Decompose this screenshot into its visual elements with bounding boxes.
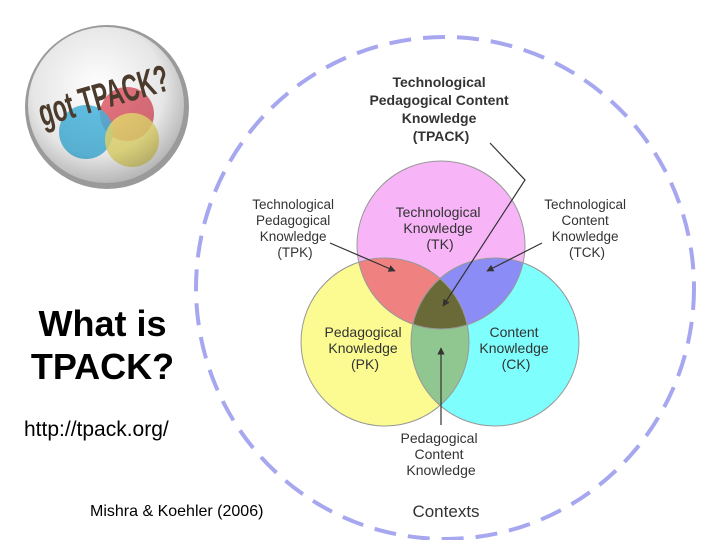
- tpack-label-line: (TPACK): [413, 128, 470, 144]
- tpk-label-line: Pedagogical: [256, 213, 330, 228]
- tpk-label-line: Technological: [252, 197, 334, 212]
- pk-label-line: Pedagogical: [325, 324, 402, 340]
- slide-title-line-2: TPACK?: [30, 346, 175, 387]
- tpack-center: [411, 258, 469, 329]
- tck-label: Technological Content Knowledge (TCK): [544, 197, 630, 260]
- tk-label: Technological Knowledge (TK): [396, 204, 485, 252]
- tpack-label-line: Pedagogical Content: [369, 92, 509, 108]
- tpack-url-link[interactable]: http://tpack.org/: [24, 418, 169, 441]
- tck-arrow: [486, 242, 543, 272]
- pck-label-line: Pedagogical: [401, 430, 478, 446]
- tpack-label-line: Technological: [393, 74, 486, 90]
- contexts-label: Contexts: [412, 502, 479, 521]
- tpk-label-line: Knowledge: [260, 229, 327, 244]
- tck-label-line: Content: [561, 213, 609, 228]
- tpk-label: Technological Pedagogical Knowledge (TPK…: [252, 197, 338, 260]
- pck-label-line: Knowledge: [406, 462, 475, 478]
- tck-label-line: Technological: [544, 197, 626, 212]
- pk-label: Pedagogical Knowledge (PK): [325, 324, 406, 372]
- got-tpack-badge: got TPACK?: [25, 25, 189, 189]
- pck-label: Pedagogical Content Knowledge: [401, 430, 482, 478]
- tpk-arrow: [329, 242, 396, 272]
- slide-title: What is TPACK?: [0, 302, 205, 388]
- tk-label-line: Technological: [396, 204, 481, 220]
- ck-label-line: (CK): [502, 356, 531, 372]
- ck-label-line: Knowledge: [479, 340, 548, 356]
- tpack-label: Technological Pedagogical Content Knowle…: [369, 74, 512, 144]
- ck-label: Content Knowledge (CK): [479, 324, 552, 372]
- contexts-ring: [194, 35, 696, 540]
- ck-label-line: Content: [490, 324, 539, 340]
- tck-label-line: Knowledge: [552, 229, 619, 244]
- tpk-label-line: (TPK): [277, 245, 312, 260]
- pk-label-line: (PK): [351, 356, 379, 372]
- tck-label-line: (TCK): [569, 245, 605, 260]
- pk-label-line: Knowledge: [328, 340, 397, 356]
- pck-label-line: Content: [415, 446, 464, 462]
- tk-label-line: Knowledge: [403, 220, 472, 236]
- badge-blue-circle: [59, 105, 113, 159]
- tpack-label-line: Knowledge: [402, 110, 477, 126]
- slide-title-line-1: What is: [38, 303, 167, 344]
- tk-label-line: (TK): [426, 236, 453, 252]
- citation: Mishra & Koehler (2006): [90, 503, 264, 520]
- tpack-arrow: [442, 142, 526, 307]
- badge-yellow-circle: [105, 113, 159, 167]
